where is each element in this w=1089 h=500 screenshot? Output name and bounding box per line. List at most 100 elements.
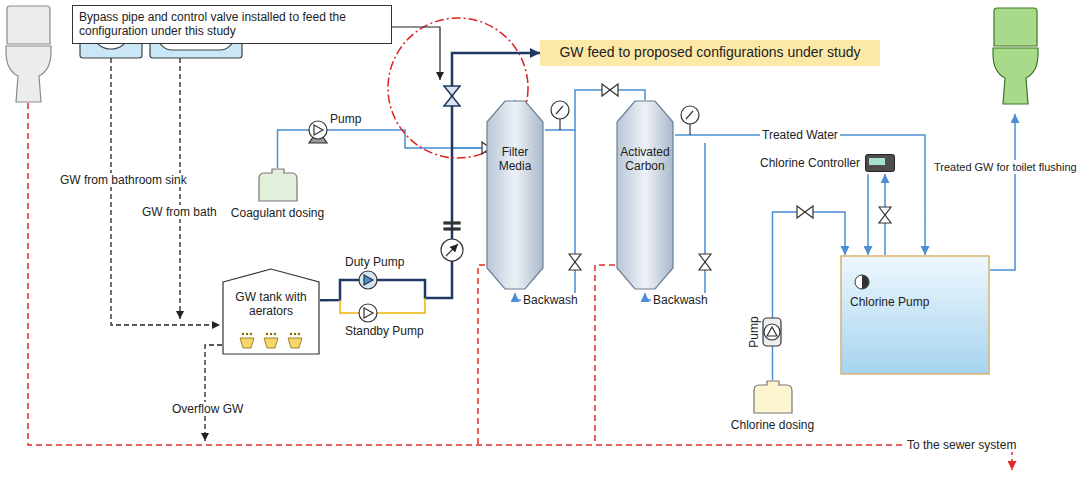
toilet-feed-pipe (990, 114, 1015, 270)
sewer-label: To the sewer system (905, 438, 1018, 452)
standby-line (340, 298, 425, 313)
aerator-symbol (288, 338, 302, 348)
sewer-line (595, 265, 615, 445)
pipe-connector (675, 135, 925, 255)
tank-outline (223, 269, 319, 354)
control-valve (797, 206, 813, 218)
pressure-gauge (551, 101, 569, 119)
toilet-feed-pipe (990, 114, 1015, 270)
flow-meter (441, 222, 463, 261)
callout-box: Bypass pipe and control valve installed … (72, 5, 392, 44)
chlorine-controller: Chlorine Controller (760, 152, 895, 174)
backwash-label: Backwash (521, 293, 580, 307)
leader-line (392, 27, 440, 80)
node-text: Filter Media (487, 145, 543, 174)
dosing-pump (767, 327, 777, 336)
flow-meter (444, 222, 460, 224)
pump-label: Pump (747, 316, 761, 347)
air-bubble (274, 333, 276, 335)
bottle-outline (753, 380, 793, 414)
backwash-label: Backwash (651, 293, 710, 307)
air-bubble (266, 333, 268, 335)
bottle-outline (259, 169, 297, 201)
pipe-label: Treated Water (760, 128, 840, 142)
toilet-symbol (994, 8, 1037, 46)
aerator-symbol (240, 338, 254, 348)
pump-label: Pump (330, 112, 361, 126)
toilet-symbol (7, 6, 50, 44)
pressure-gauge (681, 106, 699, 124)
bottle-outline (754, 381, 792, 413)
feed-box: GW feed to proposed configurations under… (540, 40, 880, 66)
aerator-symbol (264, 338, 278, 348)
dosing-pump (763, 318, 781, 346)
flow-label: Treated GW for toilet flushing (932, 160, 1079, 174)
duty-pump (359, 271, 377, 289)
controller-screen (869, 158, 885, 165)
pump-label: Standby Pump (345, 324, 424, 338)
dosing-pump (763, 318, 781, 346)
flow-label: GW from bath (140, 205, 219, 219)
bypass-valve (444, 86, 460, 106)
node-text: Coagulant dosing (231, 206, 324, 220)
toilet-symbol (993, 8, 1038, 104)
pipe-connector (278, 100, 516, 168)
vessel-outline (617, 101, 673, 289)
pump-label: Duty Pump (345, 255, 404, 269)
pipe-connector (773, 212, 846, 380)
node-text: GW feed to proposed configurations under… (559, 44, 860, 61)
air-bubble (250, 333, 252, 335)
ctrl-outline (865, 154, 895, 172)
air-bubble (298, 333, 300, 335)
greywater-line (205, 345, 222, 441)
control-valve (602, 84, 618, 96)
flow-meter (444, 228, 460, 230)
sewer-line (478, 265, 485, 445)
flow-label: GW from bathroom sink (58, 173, 189, 187)
greywater-tank: GW tank with aerators (222, 268, 320, 355)
air-bubble (242, 333, 244, 335)
pressure-gauge (689, 124, 690, 135)
coagulant-pump (314, 125, 323, 135)
leader-line (392, 27, 440, 80)
dosing-tank: Chlorine dosing (721, 380, 825, 432)
air-bubble (270, 333, 272, 335)
air-bubble (294, 333, 296, 335)
node-text: Activated Carbon (617, 145, 673, 174)
greywater-line (179, 58, 180, 319)
vessel-outline (615, 100, 675, 290)
bypass-valve (444, 86, 460, 106)
bottle-outline (258, 168, 298, 202)
pipe-connector (867, 174, 869, 255)
air-bubble (246, 333, 248, 335)
flow-meter (441, 239, 463, 261)
pressure-gauge (686, 111, 693, 119)
toilet-symbol (6, 46, 51, 102)
dosing-tank: Coagulant dosing (226, 168, 330, 220)
greywater-line (111, 58, 222, 441)
pressure-gauge (559, 119, 560, 130)
control-valve (699, 254, 711, 270)
toilet-symbol (6, 6, 51, 102)
flow-meter (446, 244, 458, 256)
tank-outline (841, 256, 989, 374)
vessel-outline (485, 100, 545, 290)
standby-line (340, 298, 425, 313)
node-text: Chlorine Controller (760, 152, 860, 174)
node-text: Bypass pipe and control valve installed … (79, 10, 385, 39)
node-text: GW tank with aerators (230, 290, 312, 319)
coagulant-pump (309, 121, 327, 139)
standby-pump (364, 308, 373, 318)
air-bubble (290, 333, 292, 335)
standby-pump (359, 304, 377, 322)
node-text: Chlorine dosing (731, 418, 814, 432)
control-valve (879, 207, 891, 223)
vessel-outline (487, 101, 543, 289)
dosing-pump (764, 324, 780, 340)
controller-body (866, 155, 895, 172)
carbon-vessel: Activated Carbon (615, 100, 675, 290)
standby-pump (359, 304, 377, 322)
